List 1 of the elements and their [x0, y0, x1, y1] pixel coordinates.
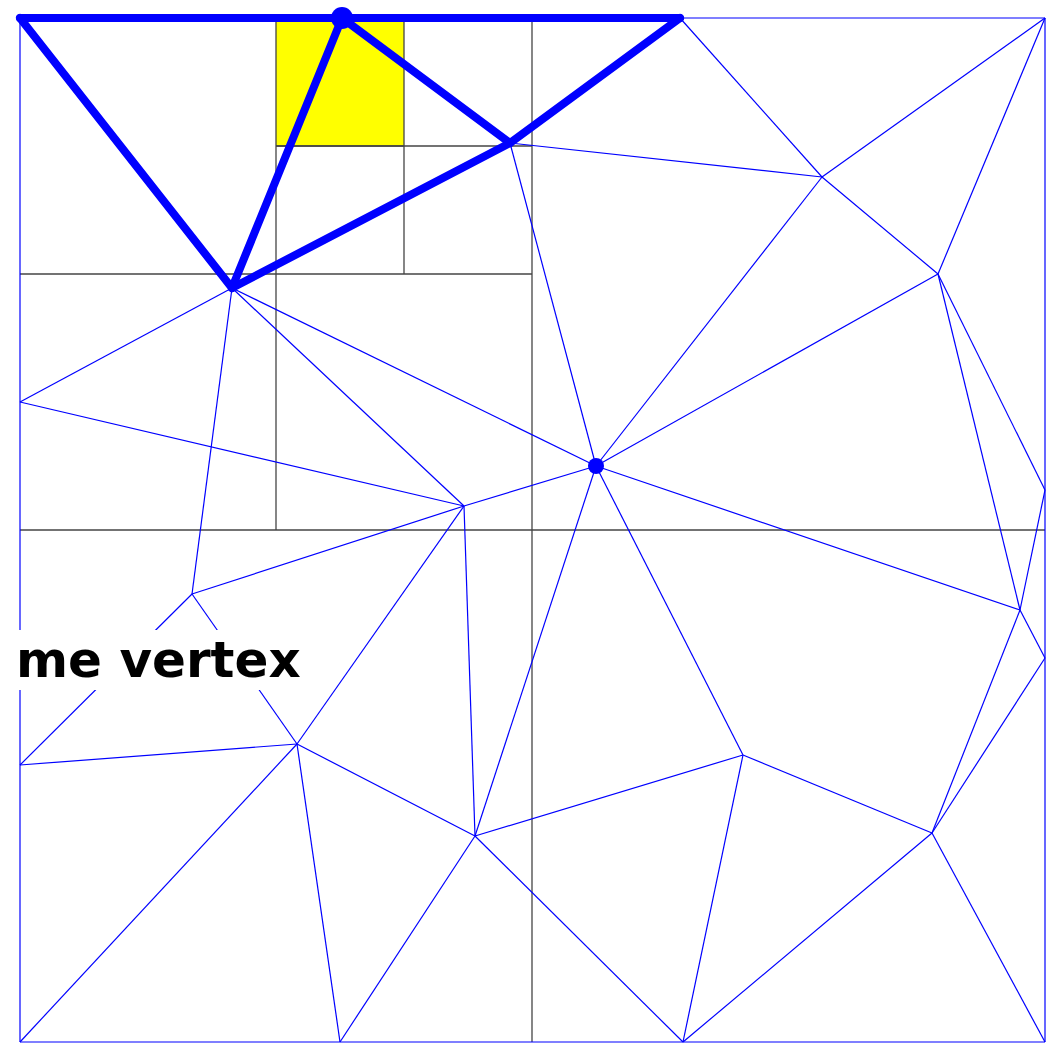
vertex-label: me vertex	[16, 630, 301, 690]
